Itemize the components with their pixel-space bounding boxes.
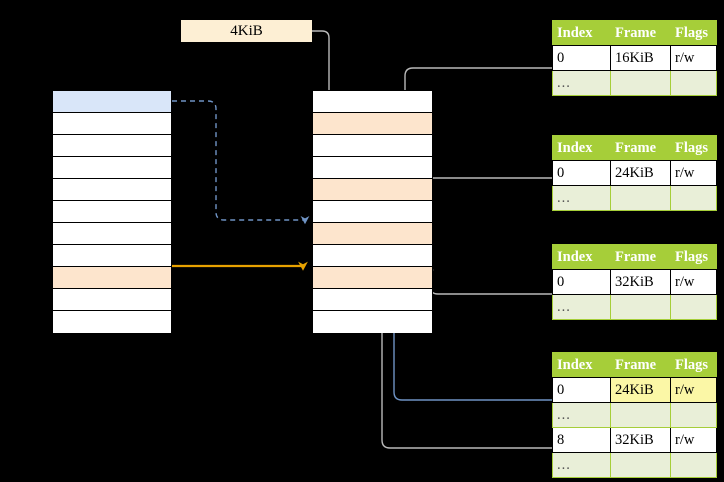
cell-index: ... <box>552 70 611 96</box>
column-header-index: Index <box>552 244 611 270</box>
offset-label: 4KiB <box>181 20 312 42</box>
physical-cell-row-10 <box>313 311 432 333</box>
table-row: ... <box>552 70 717 96</box>
cell-frame: 32KiB <box>610 269 671 295</box>
cell-index: 0 <box>552 45 611 71</box>
physical-cell-row-7 <box>313 245 432 267</box>
virtual-address-column <box>52 90 172 333</box>
column-header-flags: Flags <box>670 352 717 378</box>
cell-flags: r/w <box>670 160 717 186</box>
cell-index: ... <box>552 294 611 320</box>
physical-cell-row-3 <box>313 157 432 179</box>
physical-memory-column <box>312 90 433 333</box>
table-row: ... <box>552 402 717 428</box>
cell-frame <box>610 70 671 96</box>
cell-flags <box>670 402 717 428</box>
column-header-index: Index <box>552 20 611 46</box>
physical-cell-row-5 <box>313 201 432 223</box>
virtual-cell-row-8 <box>53 267 171 289</box>
cell-frame <box>610 402 671 428</box>
virtual-cell-row-4 <box>53 179 171 201</box>
virtual-cell-row-7 <box>53 245 171 267</box>
column-header-flags: Flags <box>670 244 717 270</box>
virtual-cell-row-10 <box>53 311 171 333</box>
cell-index: 8 <box>552 427 611 453</box>
cell-index: ... <box>552 452 611 478</box>
cell-frame <box>610 452 671 478</box>
column-header-frame: Frame <box>610 244 671 270</box>
column-header-flags: Flags <box>670 20 717 46</box>
table-row: ... <box>552 185 717 211</box>
arrow-table2-to-physical <box>416 177 552 226</box>
cell-flags <box>670 70 717 96</box>
cell-index: 0 <box>552 269 611 295</box>
column-header-flags: Flags <box>670 135 717 161</box>
virtual-cell-row-6 <box>53 223 171 245</box>
physical-cell-row-8 <box>313 267 432 289</box>
table-row: ... <box>552 294 717 320</box>
column-header-frame: Frame <box>610 20 671 46</box>
physical-cell-row-6 <box>313 223 432 245</box>
column-header-frame: Frame <box>610 352 671 378</box>
cell-frame: 24KiB <box>610 377 671 403</box>
cell-frame: 32KiB <box>610 427 671 453</box>
physical-cell-row-0 <box>313 91 432 113</box>
virtual-cell-row-0 <box>53 91 171 113</box>
physical-cell-row-1 <box>313 113 432 135</box>
cell-frame <box>610 185 671 211</box>
cell-frame <box>610 294 671 320</box>
cell-index: ... <box>552 185 611 211</box>
physical-cell-row-9 <box>313 289 432 311</box>
cell-flags <box>670 185 717 211</box>
table-row: ... <box>552 452 717 478</box>
virtual-cell-row-9 <box>53 289 171 311</box>
physical-cell-row-4 <box>313 179 432 201</box>
cell-flags <box>670 294 717 320</box>
cell-index: 0 <box>552 377 611 403</box>
virtual-cell-row-1 <box>53 113 171 135</box>
cell-flags: r/w <box>670 269 717 295</box>
cell-flags <box>670 452 717 478</box>
column-header-frame: Frame <box>610 135 671 161</box>
cell-flags: r/w <box>670 45 717 71</box>
cell-index: 0 <box>552 160 611 186</box>
arrow-table3-to-physical <box>426 266 552 295</box>
virtual-cell-row-2 <box>53 135 171 157</box>
column-header-index: Index <box>552 135 611 161</box>
cell-frame: 16KiB <box>610 45 671 71</box>
virtual-cell-row-5 <box>53 201 171 223</box>
virtual-cell-row-3 <box>53 157 171 179</box>
arrow-virtual-row0-to-physical <box>172 100 310 225</box>
column-header-index: Index <box>552 352 611 378</box>
physical-cell-row-2 <box>313 135 432 157</box>
cell-frame: 24KiB <box>610 160 671 186</box>
cell-flags: r/w <box>670 377 717 403</box>
cell-index: ... <box>552 402 611 428</box>
cell-flags: r/w <box>670 427 717 453</box>
